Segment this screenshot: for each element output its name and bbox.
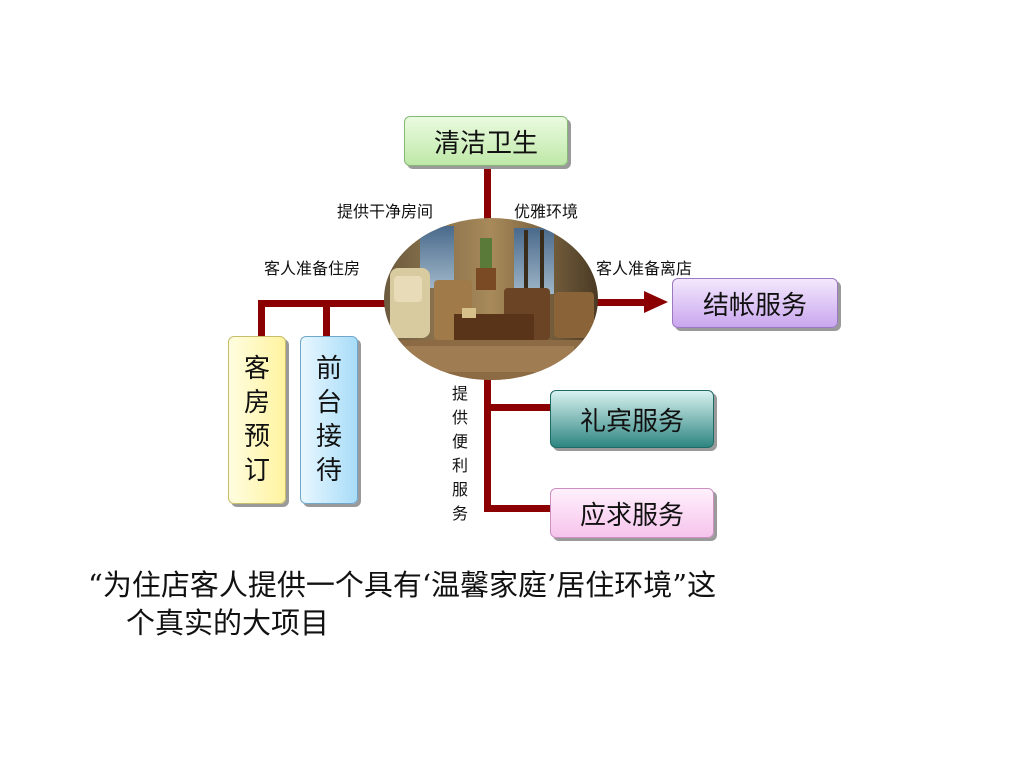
caption-line-1: “为住店客人提供一个具有‘温馨家庭’居住环境”这	[88, 568, 717, 602]
connector-bottom-vertical	[484, 376, 491, 511]
cleaning-hygiene-label: 清洁卫生	[433, 128, 538, 159]
label-elegant-environment: 优雅环境	[514, 202, 579, 221]
front-desk-box: 前台接待	[300, 336, 358, 504]
label-convenience-service: 提供便利服务	[451, 384, 468, 523]
connector-right-horizontal	[594, 299, 648, 306]
connector-left-drop-1	[258, 300, 265, 338]
on-demand-service-box: 应求服务	[550, 488, 714, 538]
connector-bottom-branch-1	[484, 404, 554, 411]
room-reservation-label: 客房预订	[243, 354, 270, 486]
label-clean-rooms: 提供干净房间	[337, 202, 434, 221]
on-demand-service-label: 应求服务	[579, 500, 684, 531]
caption: “为住店客人提供一个具有‘温馨家庭’居住环境”这 个真实的大项目	[88, 566, 908, 642]
concierge-service-label: 礼宾服务	[579, 406, 684, 437]
label-prepare-room: 客人准备住房	[264, 259, 361, 278]
caption-line-2: 个真实的大项目	[126, 606, 330, 640]
checkout-service-label: 结帐服务	[702, 290, 807, 321]
label-prepare-leave: 客人准备离店	[596, 259, 693, 278]
checkout-service-box: 结帐服务	[672, 278, 838, 328]
cleaning-hygiene-box: 清洁卫生	[404, 116, 568, 166]
concierge-service-box: 礼宾服务	[550, 390, 714, 448]
room-reservation-box: 客房预订	[228, 336, 286, 504]
connector-top	[484, 166, 491, 226]
hotel-room-photo	[384, 218, 598, 380]
connector-bottom-branch-2	[484, 505, 554, 512]
arrowhead-right	[644, 291, 668, 313]
connector-left-drop-2	[323, 300, 330, 338]
front-desk-label: 前台接待	[315, 354, 342, 486]
